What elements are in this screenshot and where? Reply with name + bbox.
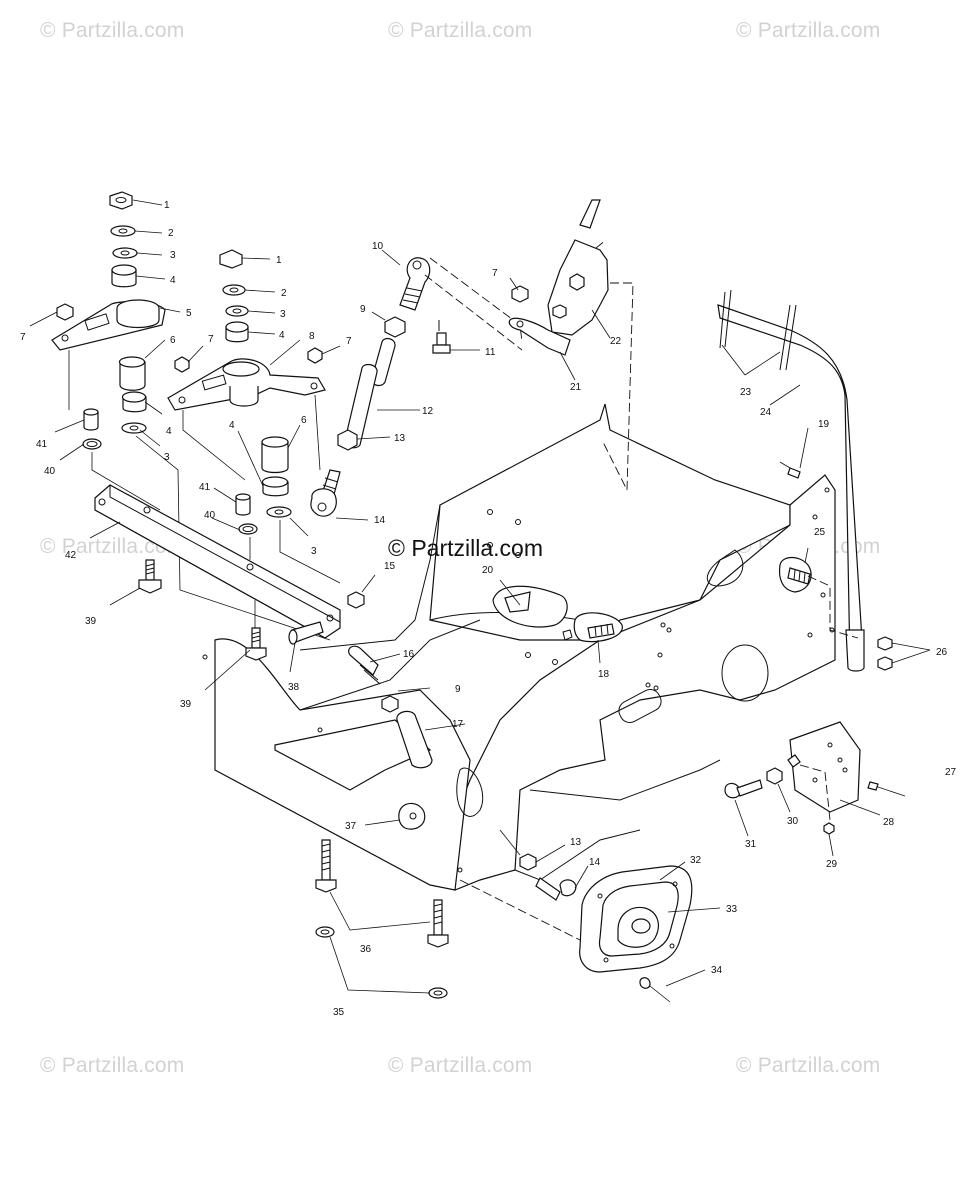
- callout-3: 3: [280, 309, 286, 320]
- watermark-top-center: © Partzilla.com: [388, 19, 533, 42]
- watermark-top-left: © Partzilla.com: [40, 19, 185, 42]
- callout-40: 40: [44, 466, 56, 477]
- callout-30: 30: [787, 816, 799, 827]
- callout-27: 27: [945, 767, 957, 778]
- callout-4: 4: [229, 420, 235, 431]
- callout-33: 33: [726, 904, 738, 915]
- callout-40: 40: [204, 510, 216, 521]
- callout-13: 13: [394, 433, 406, 444]
- tie-rod-lower: [499, 829, 577, 901]
- callout-18: 18: [598, 669, 610, 680]
- watermark-top-right: © Partzilla.com: [736, 19, 881, 42]
- bolts-35-36: [315, 839, 449, 999]
- callout-41: 41: [36, 439, 48, 450]
- callout-14: 14: [589, 857, 601, 868]
- callout-5: 5: [186, 308, 192, 319]
- callout-21: 21: [570, 382, 582, 393]
- engine-mount-32-33: [459, 865, 693, 1003]
- steering-column: [508, 199, 634, 491]
- watermark-bottom-right: © Partzilla.com: [736, 1054, 881, 1077]
- callout-32: 32: [690, 855, 702, 866]
- callout-13: 13: [570, 837, 582, 848]
- callout-6: 6: [170, 335, 176, 346]
- callout-17: 17: [452, 719, 464, 730]
- callout-labels: 1 2 3 4 5 6 7 41 40 4 3 1 2 3 4 7 8 7 6 …: [20, 200, 957, 1018]
- callout-35: 35: [333, 1007, 345, 1018]
- callout-3: 3: [311, 546, 317, 557]
- callout-23: 23: [740, 387, 752, 398]
- center-watermark: © Partzilla.com: [388, 535, 543, 561]
- callout-3: 3: [170, 250, 176, 261]
- callout-28: 28: [883, 817, 895, 828]
- leader-lines: [29, 199, 931, 994]
- callout-7: 7: [492, 268, 498, 279]
- callout-9: 9: [360, 304, 366, 315]
- callout-11: 11: [485, 347, 496, 358]
- callout-38: 38: [288, 682, 300, 693]
- callout-39: 39: [85, 616, 97, 627]
- handle-bar-24: [717, 289, 865, 672]
- steering-arm-assembly-center: [167, 249, 341, 584]
- callout-7: 7: [208, 334, 214, 345]
- callout-37: 37: [345, 821, 357, 832]
- watermark-bottom-center: © Partzilla.com: [388, 1054, 533, 1077]
- callout-22: 22: [610, 336, 622, 347]
- callout-4: 4: [170, 275, 176, 286]
- callout-7: 7: [346, 336, 352, 347]
- callout-24: 24: [760, 407, 772, 418]
- callout-10: 10: [372, 241, 384, 252]
- crossbar-42: [94, 484, 341, 639]
- callout-25: 25: [814, 527, 826, 538]
- callout-15: 15: [384, 561, 396, 572]
- callout-4: 4: [166, 426, 172, 437]
- callout-1: 1: [276, 255, 282, 266]
- callout-41: 41: [199, 482, 211, 493]
- callout-29: 29: [826, 859, 838, 870]
- mount-plate-28: [789, 721, 861, 813]
- callout-8: 8: [309, 331, 315, 342]
- watermark-mid-left: © Partzilla.com: [40, 535, 185, 558]
- bumper-37: [398, 802, 426, 830]
- callout-2: 2: [168, 228, 174, 239]
- callout-4: 4: [279, 330, 285, 341]
- tie-rod-assembly: [310, 257, 523, 517]
- callout-20: 20: [482, 565, 494, 576]
- callout-26: 26: [936, 647, 948, 658]
- callout-16: 16: [403, 649, 415, 660]
- callout-39: 39: [180, 699, 192, 710]
- watermark-bottom-left: © Partzilla.com: [40, 1054, 185, 1077]
- bolts-39-38: [138, 559, 324, 661]
- hardware-19-25-26: [778, 461, 893, 671]
- callout-7: 7: [20, 332, 26, 343]
- callout-9: 9: [455, 684, 461, 695]
- callout-12: 12: [422, 406, 434, 417]
- chassis-bulkhead: [202, 403, 836, 891]
- hardware-27-31: [724, 754, 906, 835]
- center-hardware: [347, 591, 433, 769]
- callout-31: 31: [745, 839, 757, 850]
- callout-34: 34: [711, 965, 723, 976]
- callout-2: 2: [281, 288, 287, 299]
- callout-6: 6: [301, 415, 307, 426]
- steering-arm-assembly-left: [51, 191, 331, 641]
- callout-36: 36: [360, 944, 372, 955]
- callout-14: 14: [374, 515, 386, 526]
- callout-42: 42: [65, 550, 77, 561]
- callout-3: 3: [164, 452, 170, 463]
- callout-1: 1: [164, 200, 170, 211]
- callout-19: 19: [818, 419, 830, 430]
